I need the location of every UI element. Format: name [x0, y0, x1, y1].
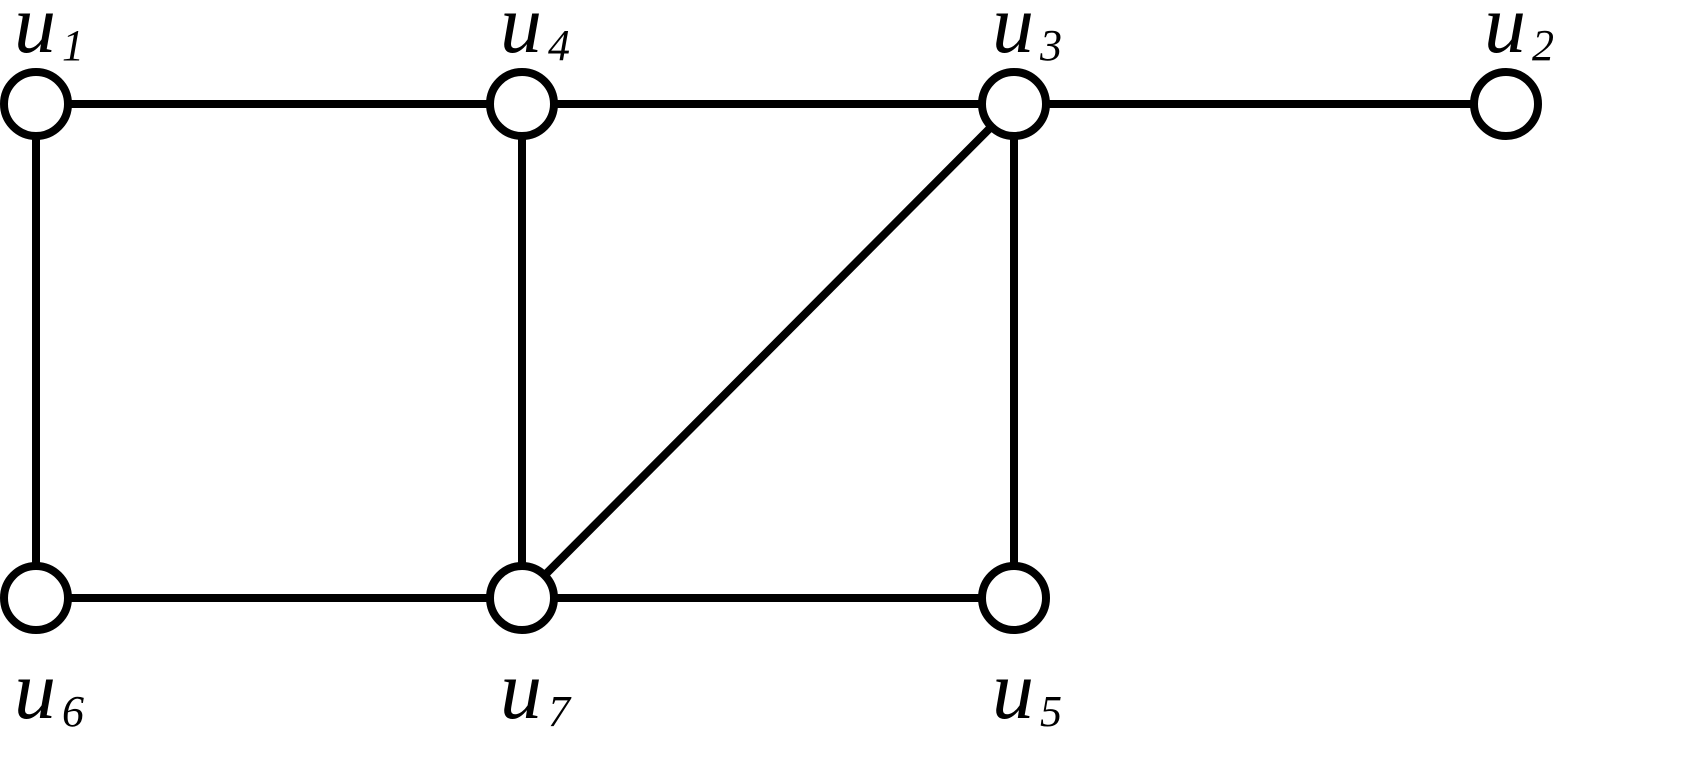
node-u7 — [486, 562, 558, 634]
node-label-base-u5: u — [992, 644, 1034, 737]
node-u5 — [978, 562, 1050, 634]
node-label-subscript-u6: 6 — [62, 687, 84, 736]
node-u3 — [978, 68, 1050, 140]
node-label-base-u1: u — [14, 0, 56, 71]
node-label-subscript-u2: 2 — [1532, 21, 1554, 70]
node-u6 — [0, 562, 72, 634]
node-label-subscript-u4: 4 — [548, 21, 570, 70]
node-label-base-u7: u — [500, 644, 542, 737]
node-u2 — [1470, 68, 1542, 140]
node-u4 — [486, 68, 558, 140]
node-label-base-u3: u — [992, 0, 1034, 71]
node-u1 — [0, 68, 72, 140]
edge-layer — [32, 100, 1506, 602]
node-label-subscript-u7: 7 — [548, 687, 572, 736]
node-label-base-u2: u — [1484, 0, 1526, 71]
node-label-subscript-u1: 1 — [62, 21, 84, 70]
node-label-subscript-u5: 5 — [1040, 687, 1062, 736]
node-layer — [0, 68, 1542, 634]
edge-u3-u7 — [519, 101, 1017, 601]
node-label-subscript-u3: 3 — [1039, 21, 1062, 70]
node-label-base-u4: u — [500, 0, 542, 71]
node-label-base-u6: u — [14, 644, 56, 737]
